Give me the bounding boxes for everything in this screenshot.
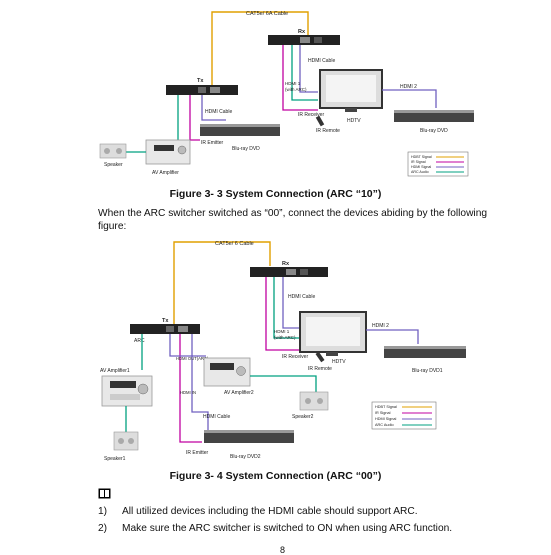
note-item-2: 2)Make sure the ARC switcher is switched… [98,523,453,534]
speaker-label: Speaker [104,162,123,168]
svg-text:Rx: Rx [282,261,290,267]
hdmi-cable-label-top: HDMI Cable [308,58,335,64]
svg-text:HDMI OUT(ARC): HDMI OUT(ARC) [176,356,209,361]
hdmi2-label: HDMI 2 [400,84,417,90]
svg-text:IR Signal: IR Signal [375,411,391,415]
svg-text:HDMI Cable: HDMI Cable [288,294,315,300]
tx-label: Tx [197,78,204,84]
bluray-label: Blu-ray DVD [232,146,260,152]
svg-text:(with ARC): (with ARC) [274,335,296,340]
svg-text:ARC: ARC [134,338,145,344]
cat-cable-label: CAT5e/ 6A Cable [246,11,288,17]
cat-cable-line [211,11,309,86]
svg-text:HDMI IN: HDMI IN [180,390,196,395]
ir-emitter-label: IR Emitter [201,140,224,146]
hdtv-label: HDTV [347,118,361,124]
figure1-caption: Figure 3- 3 System Connection (ARC “10”) [169,188,382,200]
svg-text:HDMI 1: HDMI 1 [274,329,290,334]
svg-text:Blu-ray DVD: Blu-ray DVD [420,128,448,134]
ir-remote-label: IR Remote [316,128,340,134]
system-connection-diagram-arc-00: CAT5e/ 6 Cable Rx HDMI Cable HDMI 1 (wit… [100,241,466,462]
svg-text:IR Signal: IR Signal [411,160,426,164]
av-amplifier-label: AV Amplifier [152,170,179,176]
svg-text:ARC Audio: ARC Audio [411,170,429,174]
svg-text:AV Amplifier2: AV Amplifier2 [224,390,254,396]
bluray-dvd2 [204,430,294,443]
cat-cable-label-2: CAT5e/ 6 Cable [215,241,254,247]
svg-text:HDMI 2: HDMI 2 [372,323,389,329]
svg-text:IR Remote: IR Remote [308,366,332,372]
ir-remote [315,115,325,127]
hdmi-cable-label-bottom: HDMI Cable [205,109,232,115]
ir-remote-2 [315,351,325,363]
svg-text:HDMI Cable: HDMI Cable [203,414,230,420]
book-icon [98,488,111,499]
svg-text:Speaker1: Speaker1 [104,456,126,462]
svg-text:HDTV: HDTV [332,359,346,365]
speaker [99,143,127,159]
system-connection-diagram-arc-10: CAT5e/ 6A Cable Rx HDMI Cable HDMI 1 (wi… [99,11,474,177]
hdmi-arc-label: HDMI 1 [285,81,301,86]
legend-2: HDBT Signal IR Signal HDMI Signal ARC Au… [371,401,437,430]
svg-text:Tx: Tx [162,318,169,324]
svg-text:HDBT Signal: HDBT Signal [375,405,397,409]
figure2-caption: Figure 3- 4 System Connection (ARC “00”) [169,470,382,482]
svg-text:HDMI Signal: HDMI Signal [411,165,431,169]
intro-paragraph: When the ARC switcher switched as “00”, … [98,208,488,232]
rx-label: Rx [298,29,306,35]
svg-text:IR Emitter: IR Emitter [186,450,209,456]
legend: HDBT Signal IR Signal HDMI Signal ARC Au… [407,151,469,177]
svg-text:HDBT Signal: HDBT Signal [411,155,432,159]
svg-text:Blu-ray DVD1: Blu-ray DVD1 [412,368,443,374]
note-item-1: 1)All utilized devices including the HDM… [98,506,418,517]
ir-receiver-label: IR Receiver [298,112,324,118]
svg-text:AV Amplifier1: AV Amplifier1 [100,368,130,374]
svg-text:(with ARC): (with ARC) [285,87,307,92]
svg-text:Blu-ray DVD2: Blu-ray DVD2 [230,454,261,460]
speaker2 [299,391,329,411]
svg-text:IR Receiver: IR Receiver [282,354,308,360]
svg-text:ARC Audio: ARC Audio [375,423,394,427]
page-number: 8 [280,545,286,555]
svg-text:HDMI Signal: HDMI Signal [375,417,396,421]
tx-device-2 [130,324,200,334]
svg-text:Speaker2: Speaker2 [292,414,314,420]
speaker1 [113,431,139,451]
